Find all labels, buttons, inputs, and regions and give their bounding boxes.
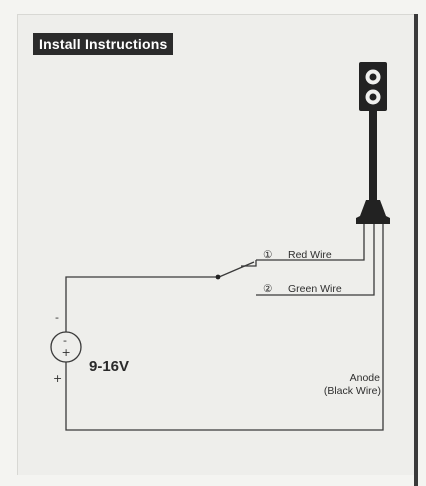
page-title: Install Instructions <box>33 33 174 55</box>
power-source-symbol-plus: + <box>62 346 71 359</box>
supply-wire <box>65 276 216 332</box>
instruction-panel <box>17 14 417 475</box>
traffic-signal-icon <box>356 62 390 224</box>
power-source-circle <box>50 331 82 363</box>
anode-black-wire <box>65 224 384 431</box>
page-edge-border <box>414 14 418 486</box>
green-wire <box>256 224 375 296</box>
power-source-symbol-minus: - <box>63 334 67 347</box>
red-wire-label: Red Wire <box>288 249 332 261</box>
red-wire <box>256 224 365 261</box>
signal-base <box>356 200 390 224</box>
switch-icon <box>215 260 257 280</box>
dc-power-source-icon: - + <box>50 331 82 363</box>
red-wire-number: ① <box>263 249 273 261</box>
minus-terminal-label: - <box>55 311 59 324</box>
green-wire-number: ② <box>263 283 273 295</box>
switch-upper-contact <box>241 260 257 267</box>
anode-label: Anode <box>350 372 381 384</box>
switch-lever <box>218 261 255 278</box>
black-wire-label: (Black Wire) <box>324 385 381 397</box>
signal-lamp-bottom-center <box>369 93 377 101</box>
green-wire-label: Green Wire <box>288 283 342 295</box>
signal-lamp-top-center <box>369 73 377 81</box>
voltage-label: 9-16V <box>89 358 129 375</box>
signal-pole <box>369 111 377 203</box>
plus-terminal-label: + <box>53 372 62 385</box>
switch-pivot <box>215 274 221 280</box>
